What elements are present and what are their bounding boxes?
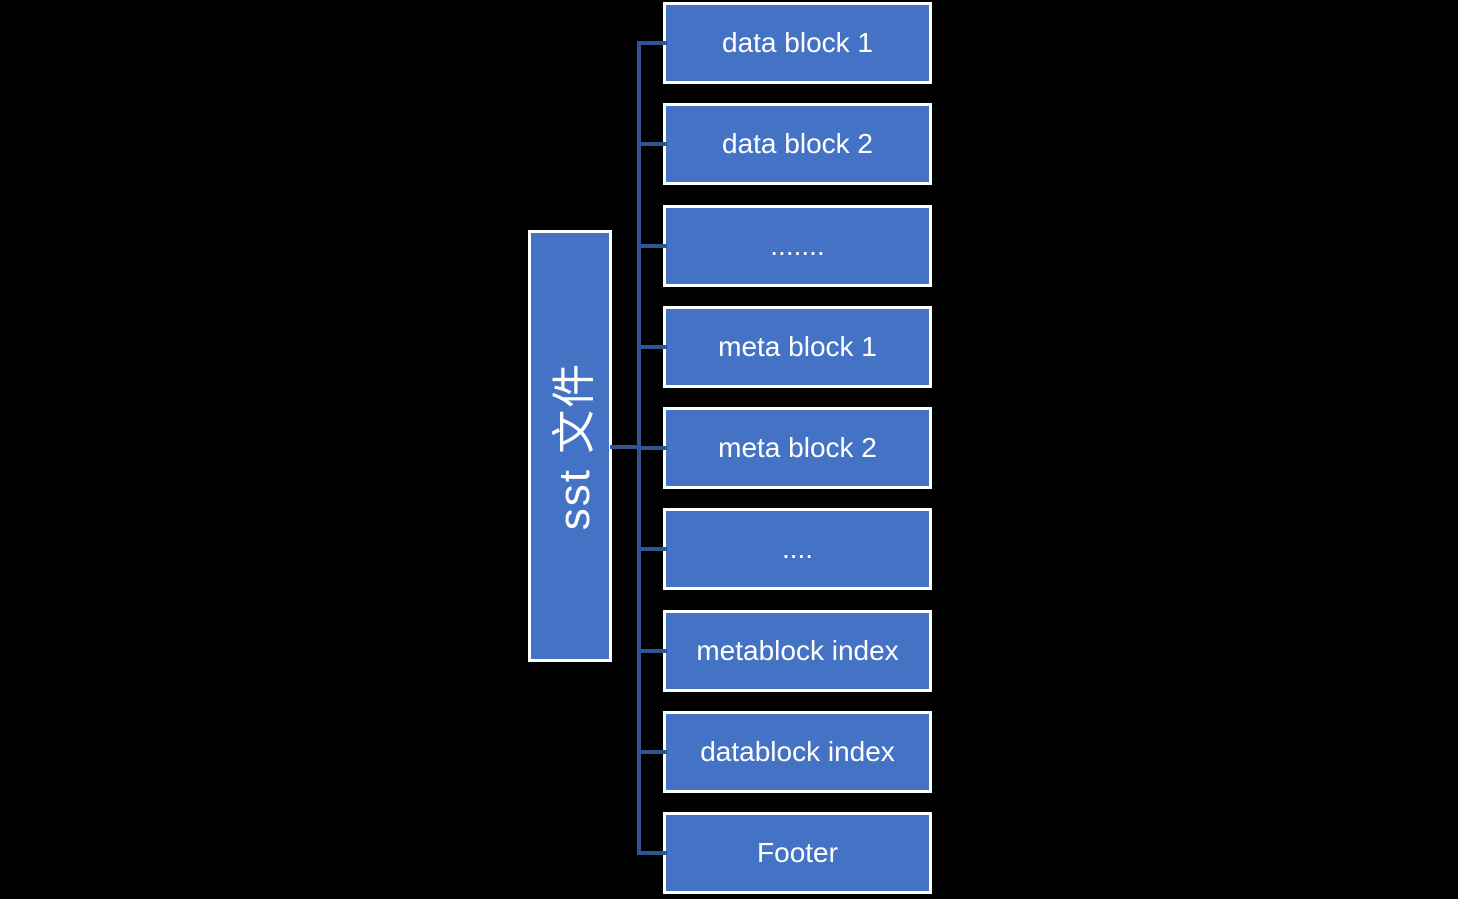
- node-label: datablock index: [700, 735, 895, 767]
- node-label: data block 2: [722, 128, 873, 160]
- node-footer: Footer: [637, 812, 932, 894]
- node-data-block-1: data block 1: [637, 2, 932, 84]
- node-label: .......: [770, 229, 825, 261]
- node-label: ....: [781, 533, 814, 565]
- node-label: metablock index: [696, 634, 899, 666]
- node-label: Footer: [757, 837, 838, 868]
- node-label: meta block 1: [718, 330, 877, 362]
- node-datablock-index: datablock index: [637, 710, 932, 793]
- node-data-block-2: data block 2: [637, 103, 932, 186]
- node-meta-block-2: meta block 2: [637, 407, 932, 489]
- node-ellipsis-data: .......: [637, 204, 932, 287]
- root-node-label: sst 文件: [550, 361, 600, 531]
- node-label: data block 1: [722, 27, 873, 58]
- node-metablock-index: metablock index: [637, 609, 932, 692]
- node-ellipsis-meta: ....: [637, 508, 932, 591]
- block-column: data block 1 data block 2 ....... meta b…: [637, 2, 932, 894]
- root-node-sst-file: sst 文件: [528, 230, 612, 662]
- node-meta-block-1: meta block 1: [637, 305, 932, 388]
- node-label: meta block 2: [718, 432, 877, 463]
- connector-root-line: [610, 445, 641, 449]
